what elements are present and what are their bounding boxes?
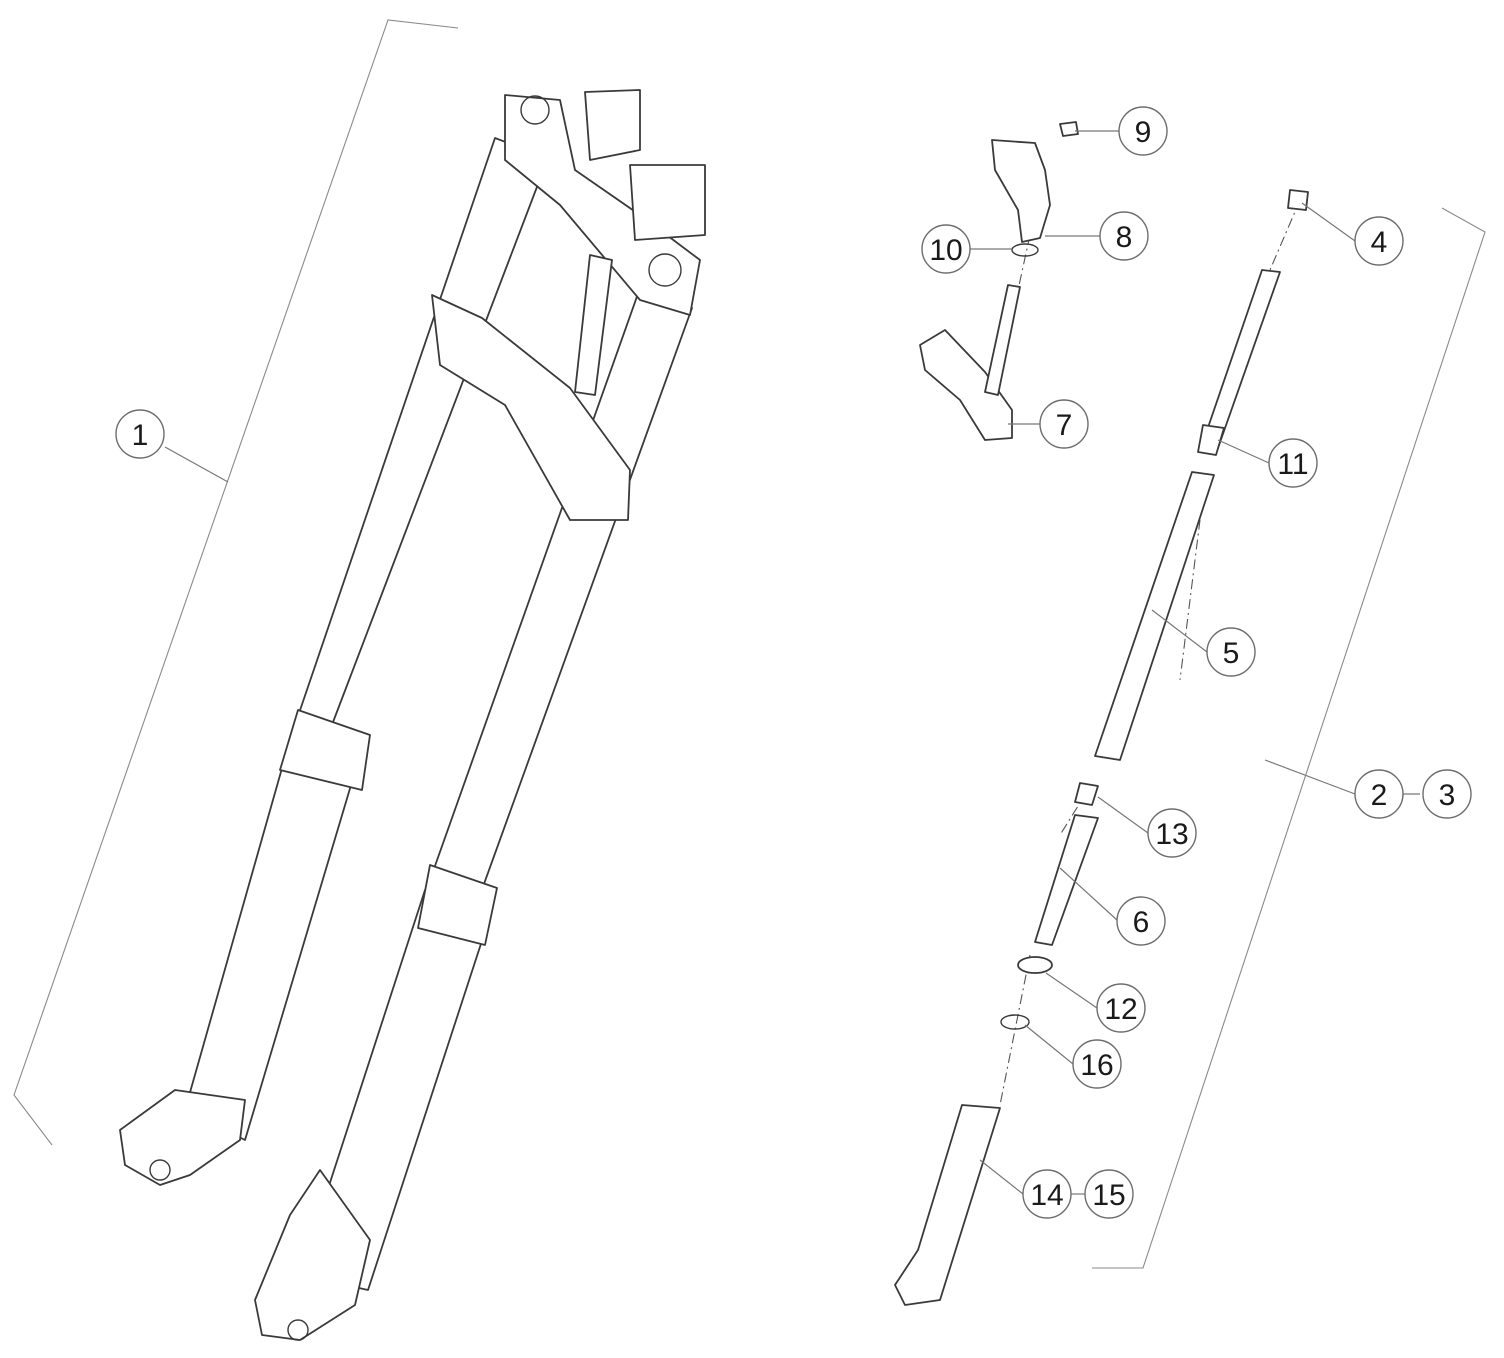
callout-label: 8	[1116, 221, 1133, 254]
callout-11: 11	[1268, 438, 1318, 488]
callout-label: 2	[1371, 779, 1388, 812]
callout-label: 4	[1371, 226, 1388, 259]
part-9-nut	[1059, 121, 1079, 137]
part-13-bushing	[1074, 782, 1099, 806]
axle-hole-right	[287, 1319, 309, 1341]
callout-3: 3	[1422, 769, 1472, 819]
lower-triple-clamp	[431, 294, 631, 521]
callout-label: 9	[1135, 116, 1152, 149]
callout-5: 5	[1206, 627, 1256, 677]
left-fork-upper-tube	[294, 137, 549, 731]
fork-axis-line	[999, 199, 1301, 1106]
right-axle-foot	[254, 1169, 371, 1341]
steering-stem	[574, 254, 613, 396]
callout-label: 16	[1080, 1049, 1113, 1082]
callout-label: 15	[1092, 1179, 1125, 1212]
left-seal-collar	[279, 709, 371, 791]
leader-lines	[164, 130, 1420, 1195]
callout-1: 1	[115, 409, 165, 459]
callout-2: 2	[1354, 769, 1404, 819]
part-7-stem	[984, 284, 1021, 396]
part-7-lower-clamp	[919, 329, 1013, 441]
left-fork-lower-slider	[184, 739, 361, 1141]
callout-label: 11	[1277, 448, 1308, 481]
part-14-outer-slider	[894, 1104, 1001, 1306]
part-8-upper-clamp	[991, 139, 1051, 243]
callout-10: 10	[921, 224, 971, 274]
part-11-spring	[1197, 424, 1225, 456]
right-seal-collar	[417, 864, 498, 946]
exploded-parts	[894, 121, 1309, 1306]
part-4-top-cap	[1287, 189, 1309, 211]
callout-label: 6	[1133, 906, 1150, 939]
callout-14: 14	[1022, 1169, 1072, 1219]
left-axle-foot	[119, 1089, 246, 1186]
part-16-oring	[1000, 1014, 1030, 1030]
part-12-seal	[1017, 956, 1053, 974]
callout-label: 5	[1223, 637, 1240, 670]
callout-4: 4	[1354, 216, 1404, 266]
callout-label: 1	[132, 419, 149, 452]
callout-label: 14	[1030, 1179, 1063, 1212]
axle-hole-left	[149, 1159, 171, 1181]
handlebar-clamp-rear	[629, 164, 706, 241]
stem-axis-line	[1017, 234, 1031, 291]
callout-label: 10	[929, 234, 962, 267]
callout-9: 9	[1118, 106, 1168, 156]
callout-12: 12	[1096, 983, 1146, 1033]
callout-8: 8	[1099, 211, 1149, 261]
callout-7: 7	[1039, 399, 1089, 449]
callout-13: 13	[1147, 808, 1197, 858]
upper-triple-clamp	[504, 94, 701, 316]
callout-16: 16	[1072, 1039, 1122, 1089]
assembly-bracket-right	[1092, 207, 1486, 1269]
part-10-washer	[1011, 243, 1039, 257]
callout-6: 6	[1116, 896, 1166, 946]
fork-assembly-complete	[119, 89, 706, 1341]
callout-label: 13	[1155, 818, 1188, 851]
callout-label: 3	[1439, 779, 1456, 812]
part-5-inner-tube	[1094, 471, 1215, 761]
top-cap-left	[520, 95, 550, 125]
part-6-damper-rod	[1034, 814, 1099, 946]
part-11-spring-rod	[1201, 269, 1281, 449]
top-cap-right	[648, 253, 682, 287]
callout-label: 12	[1104, 993, 1137, 1026]
callout-15: 15	[1084, 1169, 1134, 1219]
callout-label: 7	[1056, 409, 1073, 442]
handlebar-clamp-front	[584, 89, 641, 161]
assembly-bracket-left	[13, 19, 459, 1146]
